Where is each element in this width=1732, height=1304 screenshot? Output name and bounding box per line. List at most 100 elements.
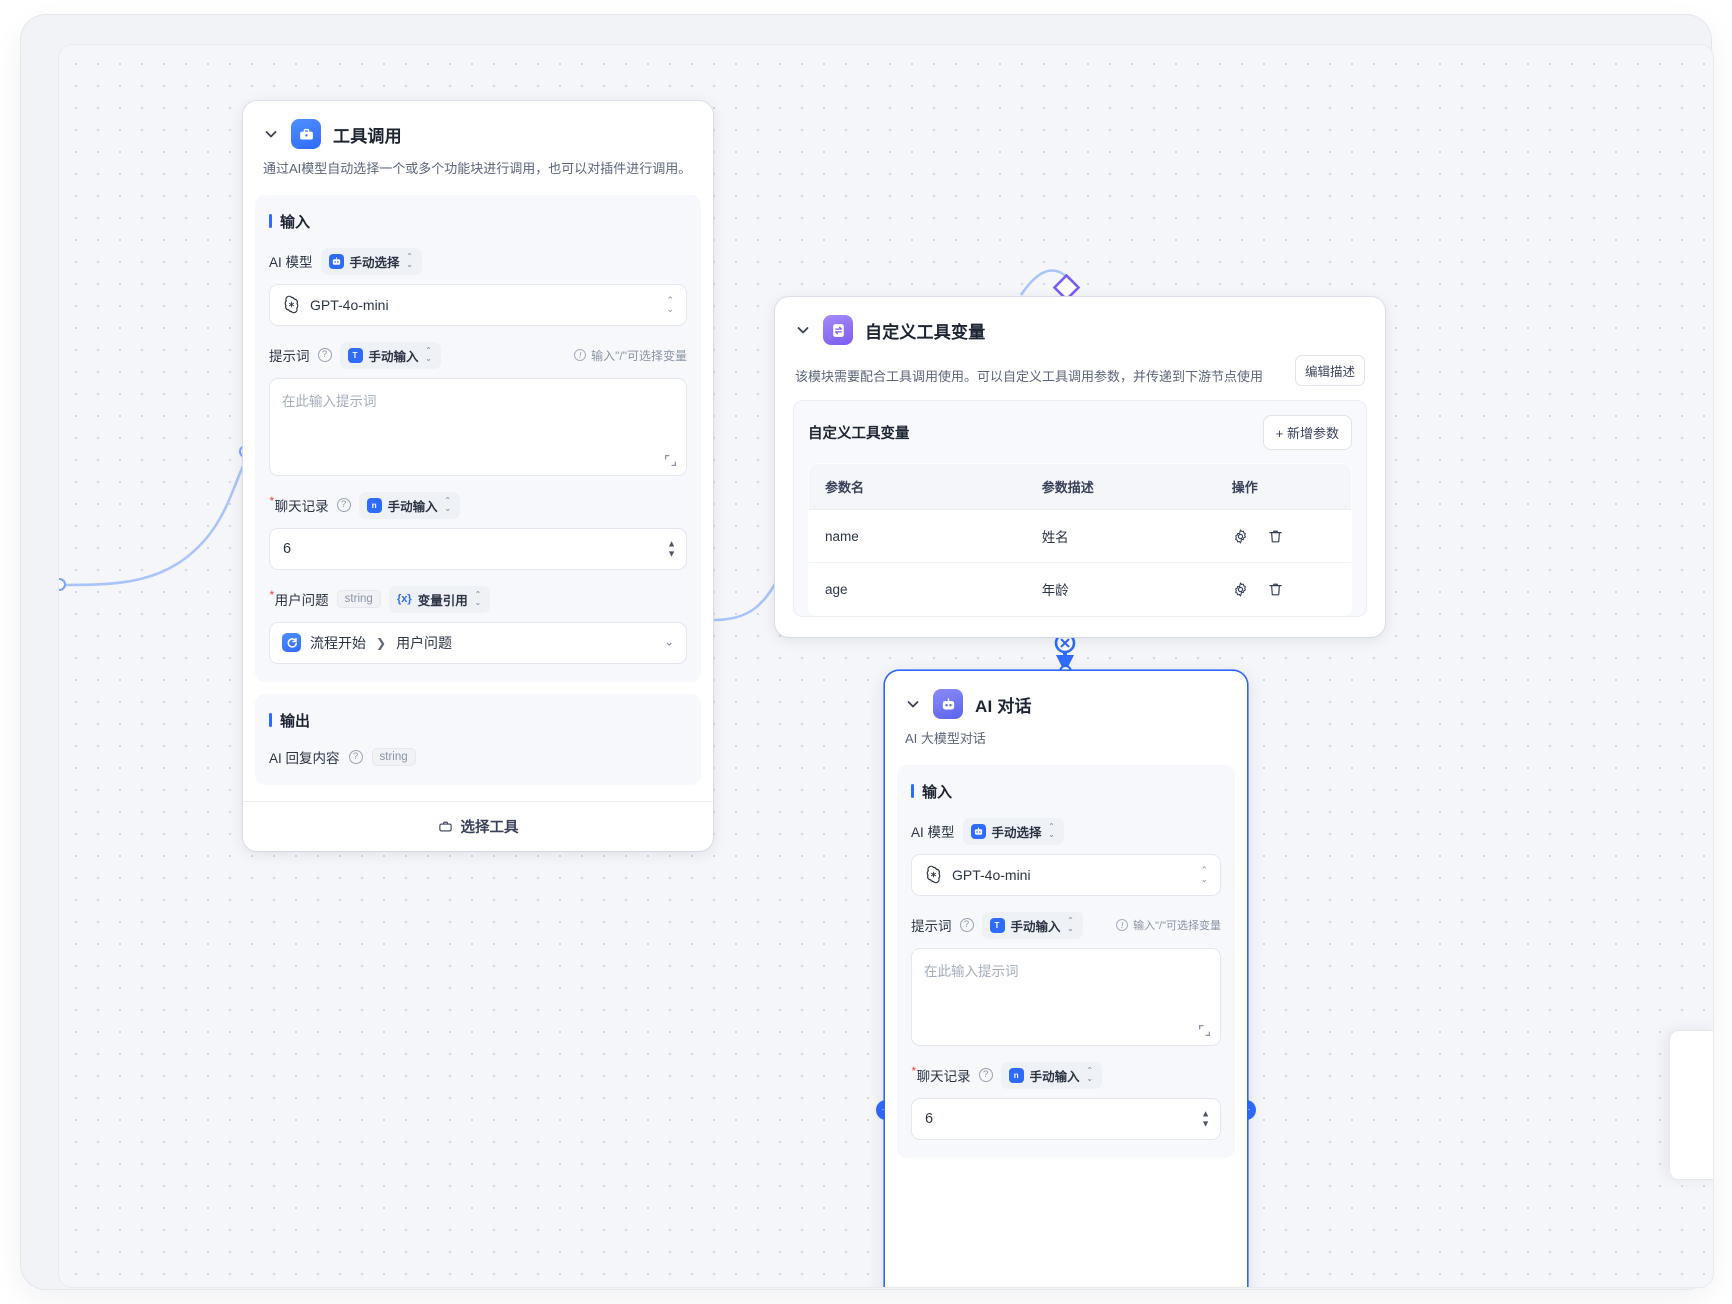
robot-icon bbox=[970, 823, 986, 839]
node-tool-call-title: 工具调用 bbox=[333, 126, 402, 146]
output-type-tag: string bbox=[371, 747, 416, 766]
required-marker: * bbox=[911, 1064, 916, 1078]
input-section-label: 输入 bbox=[922, 783, 953, 801]
chevron-down-icon[interactable] bbox=[263, 126, 279, 142]
chat-history-mode-value: 手动输入 bbox=[387, 499, 438, 514]
ai-model-mode-select[interactable]: 手动选择 ⌃⌄ bbox=[320, 247, 422, 275]
user-question-ref-node: 流程开始 bbox=[310, 634, 366, 651]
number-input-icon: n bbox=[366, 497, 382, 513]
user-question-variable-select[interactable]: 流程开始 ❯ 用户问题 ⌄ bbox=[269, 621, 687, 664]
field-prompt: 提示词 ? T 手动输入 ⌃⌄ ! 输入"/"可选择变量 bbox=[269, 341, 687, 476]
text-input-icon: T bbox=[347, 347, 363, 363]
chevron-down-icon[interactable] bbox=[905, 696, 921, 712]
select-tool-button[interactable]: 选择工具 bbox=[243, 800, 713, 851]
prompt-mode-value: 手动输入 bbox=[368, 349, 419, 364]
chat-history-input[interactable]: 6 ▲▼ bbox=[269, 527, 687, 570]
help-icon[interactable]: ? bbox=[959, 918, 974, 932]
window-frame: + + bbox=[20, 14, 1714, 1290]
field-user-question: *用户问题 string {x} 变量引用 ⌃⌄ bbox=[269, 585, 687, 664]
ai-model-mode-select[interactable]: 手动选择 ⌃⌄ bbox=[962, 817, 1064, 845]
node-custom-tool-vars[interactable]: 自定义工具变量 该模块需要配合工具调用使用。可以自定义工具调用参数，并传递到下游… bbox=[775, 297, 1385, 637]
ai-model-select[interactable]: GPT-4o-mini ⌃⌄ bbox=[911, 853, 1221, 896]
tool-call-input-section: 输入 AI 模型 手动选择 ⌃⌄ bbox=[255, 194, 701, 682]
help-icon[interactable]: ? bbox=[978, 1068, 993, 1082]
chat-history-input[interactable]: 6 ▲▼ bbox=[911, 1097, 1221, 1140]
node-custom-tool-vars-header: 自定义工具变量 该模块需要配合工具调用使用。可以自定义工具调用参数，并传递到下游… bbox=[775, 297, 1385, 386]
ai-chat-input-section: 输入 AI 模型 手动选择 ⌃⌄ bbox=[897, 764, 1235, 1158]
node-ai-chat-title: AI 对话 bbox=[975, 696, 1032, 716]
chevron-updown-icon: ⌃⌄ bbox=[1200, 864, 1208, 884]
table-header-row: 参数名 参数描述 操作 bbox=[809, 464, 1351, 510]
add-param-button[interactable]: + 新增参数 bbox=[1262, 415, 1352, 450]
section-accent-bar bbox=[911, 784, 914, 798]
field-prompt: 提示词 ? T 手动输入 ⌃⌄ ! 输入"/"可选择变量 bbox=[911, 911, 1221, 1046]
chevron-updown-icon: ⌃⌄ bbox=[666, 294, 674, 314]
number-input-icon: n bbox=[1008, 1067, 1024, 1083]
workflow-canvas-container[interactable]: + + bbox=[58, 44, 1714, 1288]
col-actions: 操作 bbox=[1215, 464, 1351, 510]
openai-icon bbox=[284, 295, 299, 314]
chat-history-mode-value: 手动输入 bbox=[1029, 1069, 1080, 1084]
help-icon[interactable]: ? bbox=[336, 498, 351, 512]
output-row: AI 回复内容 ? string bbox=[269, 747, 687, 767]
required-marker: * bbox=[269, 494, 274, 508]
toolbox-icon bbox=[291, 119, 321, 149]
required-marker: * bbox=[269, 588, 274, 602]
trash-icon[interactable] bbox=[1267, 528, 1284, 545]
col-param-name: 参数名 bbox=[809, 464, 1026, 510]
prompt-label: 提示词 bbox=[911, 919, 952, 934]
ai-model-value: GPT-4o-mini bbox=[952, 866, 1031, 883]
output-section-title: 输出 bbox=[269, 710, 687, 731]
table-row[interactable]: name 姓名 bbox=[809, 509, 1351, 563]
chat-history-mode-select[interactable]: n 手动输入 ⌃⌄ bbox=[1000, 1061, 1102, 1089]
trash-icon[interactable] bbox=[1267, 581, 1284, 598]
chat-history-mode-select[interactable]: n 手动输入 ⌃⌄ bbox=[358, 491, 460, 519]
gear-icon[interactable] bbox=[1232, 528, 1249, 545]
edit-description-button[interactable]: 编辑描述 bbox=[1294, 355, 1365, 386]
ai-model-select[interactable]: GPT-4o-mini ⌃⌄ bbox=[269, 283, 687, 326]
prompt-textarea[interactable]: 在此输入提示词 bbox=[911, 947, 1221, 1046]
ai-model-mode-value: 手动选择 bbox=[349, 255, 400, 270]
prompt-hint: ! 输入"/"可选择变量 bbox=[574, 347, 687, 364]
ai-model-label: AI 模型 bbox=[911, 825, 955, 840]
prompt-mode-select[interactable]: T 手动输入 ⌃⌄ bbox=[339, 341, 441, 369]
help-icon[interactable]: ? bbox=[317, 348, 332, 362]
right-side-panel-sliver[interactable] bbox=[1669, 1030, 1713, 1180]
node-custom-tool-vars-title: 自定义工具变量 bbox=[865, 322, 986, 342]
ai-model-mode-value: 手动选择 bbox=[991, 825, 1042, 840]
user-question-mode-value: 变量引用 bbox=[417, 593, 468, 608]
variable-icon: {x} bbox=[396, 593, 412, 605]
param-name-cell: name bbox=[809, 509, 1026, 563]
custom-variables-panel: 自定义工具变量 + 新增参数 参数名 参数描述 操作 bbox=[793, 400, 1367, 617]
node-custom-tool-vars-description: 该模块需要配合工具调用使用。可以自定义工具调用参数，并传递到下游节点使用 bbox=[795, 368, 1264, 384]
expand-icon[interactable] bbox=[1198, 1024, 1211, 1037]
prompt-mode-select[interactable]: T 手动输入 ⌃⌄ bbox=[981, 911, 1083, 939]
output-label: AI 回复内容 bbox=[269, 750, 340, 766]
table-row[interactable]: age 年龄 bbox=[809, 563, 1351, 616]
prompt-hint-text: 输入"/"可选择变量 bbox=[1133, 920, 1221, 932]
prompt-textarea[interactable]: 在此输入提示词 bbox=[269, 377, 687, 476]
field-chat-history: *聊天记录 ? n 手动输入 ⌃⌄ 6 ▲▼ bbox=[269, 491, 687, 570]
help-icon[interactable]: ? bbox=[348, 749, 363, 764]
node-tool-call-header: 工具调用 通过AI模型自动选择一个或多个功能块进行调用，也可以对插件进行调用。 bbox=[243, 101, 713, 179]
select-tool-label: 选择工具 bbox=[460, 819, 519, 836]
chevron-down-icon[interactable] bbox=[795, 322, 811, 338]
node-tool-call[interactable]: 工具调用 通过AI模型自动选择一个或多个功能块进行调用，也可以对插件进行调用。 … bbox=[243, 101, 713, 851]
expand-icon[interactable] bbox=[664, 454, 677, 467]
section-accent-bar bbox=[269, 214, 272, 228]
edge-port-canvas-left[interactable] bbox=[59, 578, 66, 591]
param-name-cell: age bbox=[825, 581, 848, 597]
node-ai-chat[interactable]: AI 对话 AI 大模型对话 输入 AI 模型 bbox=[885, 671, 1247, 1287]
openai-icon bbox=[926, 865, 941, 884]
gear-icon[interactable] bbox=[1232, 581, 1249, 598]
input-section-label: 输入 bbox=[280, 213, 311, 231]
param-desc-cell: 年龄 bbox=[1041, 583, 1069, 598]
number-stepper[interactable]: ▲▼ bbox=[667, 538, 676, 558]
prompt-placeholder: 在此输入提示词 bbox=[282, 393, 377, 409]
user-question-mode-select[interactable]: {x} 变量引用 ⌃⌄ bbox=[388, 585, 490, 613]
robot-icon bbox=[328, 253, 344, 269]
robot-icon bbox=[933, 689, 963, 719]
number-stepper[interactable]: ▲▼ bbox=[1201, 1108, 1210, 1128]
param-actions-cell bbox=[1216, 563, 1351, 616]
